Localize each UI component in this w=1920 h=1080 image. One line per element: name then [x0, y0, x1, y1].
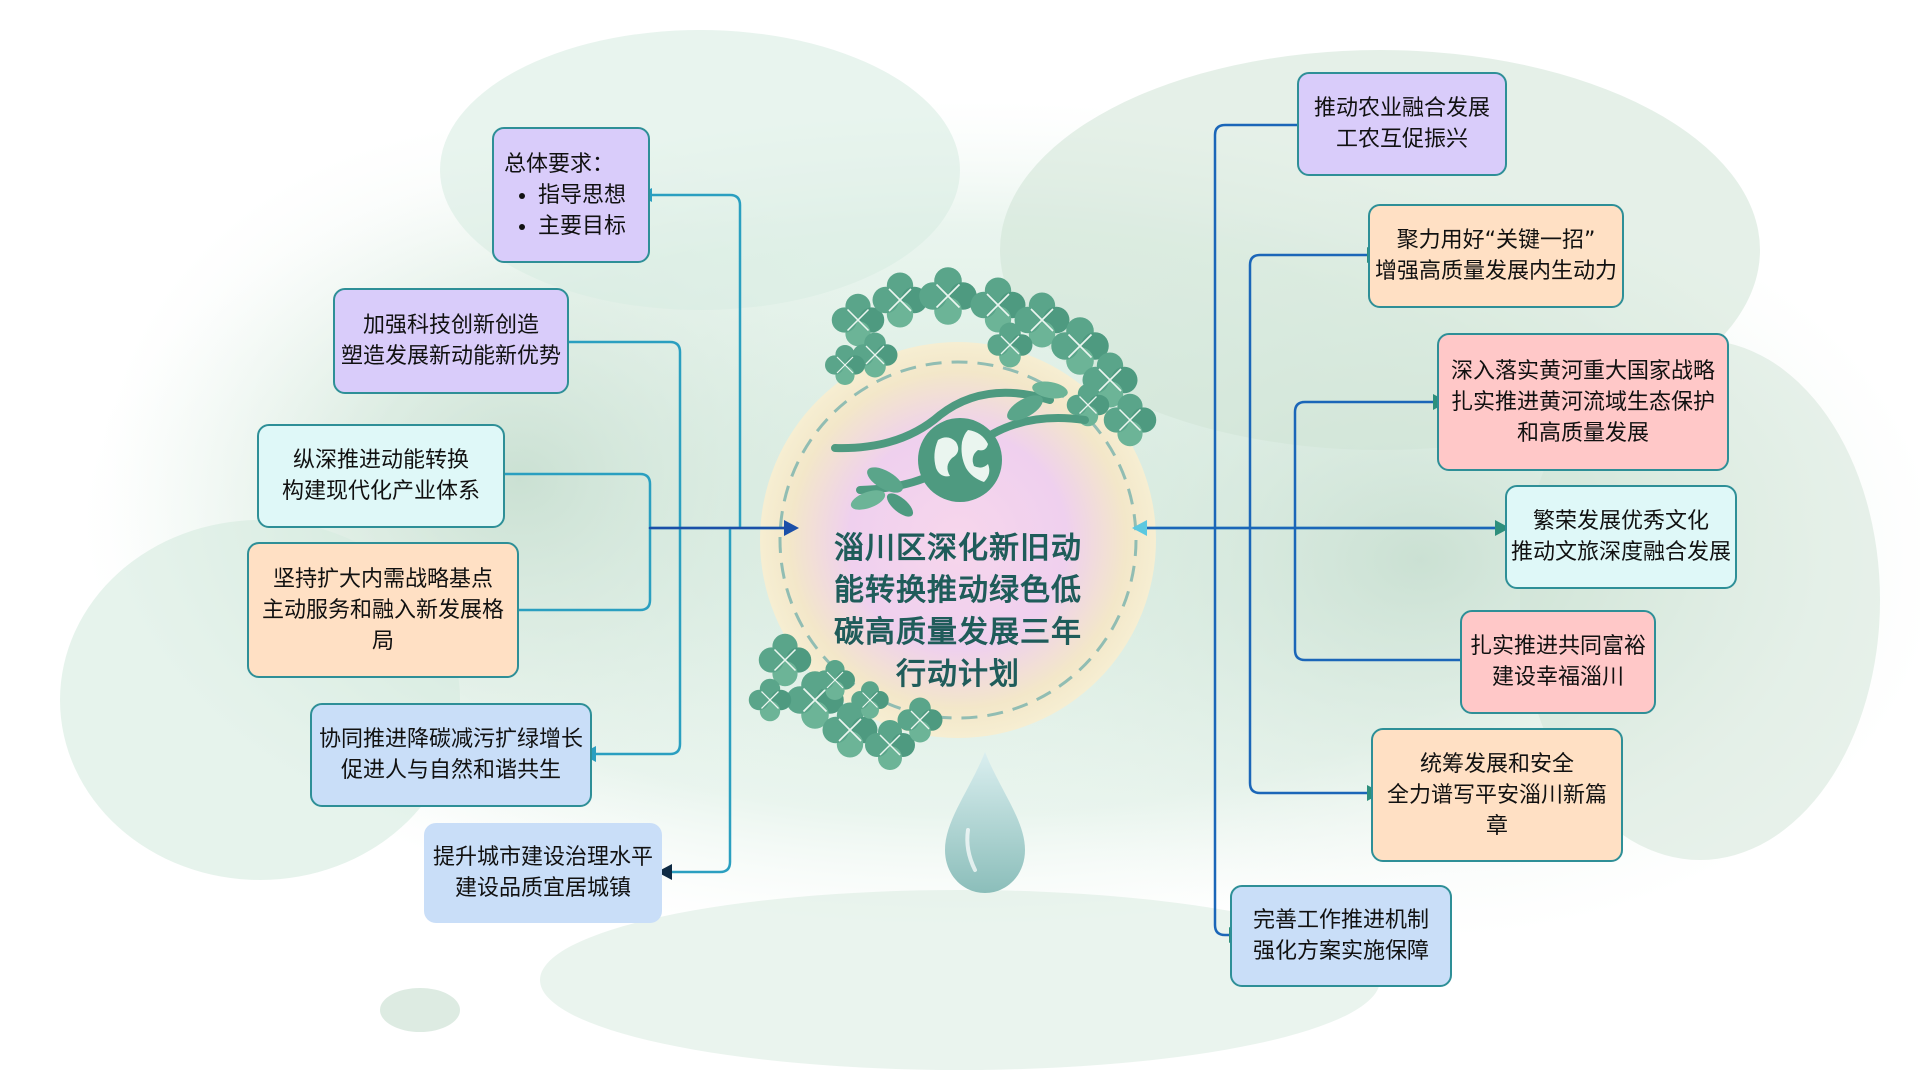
node-line: 聚力用好“关键一招” — [1396, 228, 1596, 253]
center-title-line: 行动计划 — [896, 657, 1020, 692]
node-line: 建设品质宜居城镇 — [454, 876, 631, 901]
bullet-item: 指导思想 — [538, 180, 626, 211]
node-line: 坚持扩大内需战略基点 — [272, 566, 493, 592]
node-line: 构建现代化产业体系 — [281, 479, 480, 504]
arrow-center-left — [784, 520, 799, 536]
connector-tech — [558, 340, 742, 530]
node-line: 加强科技创新创造 — [362, 313, 539, 338]
arrow-culture — [1495, 520, 1510, 536]
node-line: 增强高质量发展内生动力 — [1375, 259, 1618, 284]
node-line: 强化方案实施保障 — [1252, 939, 1429, 964]
connector-carbon — [588, 526, 682, 756]
bullet-list: 指导思想 主要目标 — [504, 180, 626, 242]
node-agriculture[interactable]: 推动农业融合发展 工农互促振兴 — [1297, 72, 1507, 176]
node-line: 促进人与自然和谐共生 — [340, 758, 561, 783]
connector-prosperity — [1293, 526, 1468, 662]
center-title-line: 能转换推动绿色低 — [834, 573, 1082, 608]
node-line: 提升城市建设治理水平 — [432, 845, 653, 870]
node-carbon-reduction[interactable]: 协同推进降碳减污扩绿增长 促进人与自然和谐共生 — [310, 703, 592, 807]
node-key-move[interactable]: 聚力用好“关键一招” 增强高质量发展内生动力 — [1368, 204, 1624, 308]
node-line: 推动农业融合发展 — [1313, 96, 1490, 121]
node-yellow-river[interactable]: 深入落实黄河重大国家战略 扎实推进黄河流域生态保护 和高质量发展 — [1437, 333, 1729, 471]
node-work-mechanism[interactable]: 完善工作推进机制 强化方案实施保障 — [1230, 885, 1452, 987]
node-heading: 总体要求： — [504, 151, 615, 177]
node-line: 工农互促振兴 — [1335, 127, 1468, 152]
connector-mechanism — [1213, 526, 1234, 937]
node-energy-transformation[interactable]: 纵深推进动能转换 构建现代化产业体系 — [257, 424, 505, 528]
bullet-item: 主要目标 — [538, 211, 626, 242]
node-overall-requirements[interactable]: 总体要求： 指导思想 主要目标 — [492, 127, 650, 263]
node-culture-tourism[interactable]: 繁荣发展优秀文化 推动文旅深度融合发展 — [1505, 485, 1737, 589]
node-line: 和高质量发展 — [1516, 420, 1649, 446]
node-line: 推动文旅深度融合发展 — [1511, 540, 1732, 565]
node-line: 局 — [371, 628, 394, 654]
node-line: 繁荣发展优秀文化 — [1532, 509, 1709, 534]
connector-city — [664, 526, 732, 874]
clover-icon — [824, 266, 1158, 448]
connector-river — [1248, 400, 1440, 530]
node-line: 统筹发展和安全 — [1419, 751, 1574, 777]
node-line: 协同推进降碳减污扩绿增长 — [318, 727, 583, 752]
center-halo — [760, 342, 1156, 738]
globe-icon — [831, 388, 1089, 502]
node-line: 扎实推进共同富裕 — [1469, 634, 1646, 659]
center-title: 淄川区深化新旧动 能转换推动绿色低 碳高质量发展三年 行动计划 — [808, 528, 1108, 696]
node-domestic-demand[interactable]: 坚持扩大内需战略基点 主动服务和融入新发展格 局 — [247, 542, 519, 678]
node-common-prosperity[interactable]: 扎实推进共同富裕 建设幸福淄川 — [1460, 610, 1656, 714]
connector-overall — [648, 193, 797, 530]
node-line: 纵深推进动能转换 — [292, 448, 469, 473]
node-development-security[interactable]: 统筹发展和安全 全力谱写平安淄川新篇 章 — [1371, 728, 1623, 862]
node-line: 主动服务和融入新发展格 — [261, 597, 504, 623]
connector-key — [1213, 253, 1374, 530]
arrow-center-right — [1132, 520, 1147, 536]
node-line: 建设幸福淄川 — [1491, 665, 1624, 690]
leaf-icon — [850, 381, 1068, 517]
connector-energy — [496, 472, 682, 530]
node-tech-innovation[interactable]: 加强科技创新创造 塑造发展新动能新优势 — [333, 288, 569, 394]
node-line: 扎实推进黄河流域生态保护 — [1450, 389, 1715, 415]
node-line: 完善工作推进机制 — [1252, 908, 1429, 933]
node-line: 章 — [1485, 813, 1508, 839]
node-line: 全力谱写平安淄川新篇 — [1386, 782, 1607, 808]
node-line: 塑造发展新动能新优势 — [341, 344, 562, 369]
water-drop-icon — [945, 752, 1025, 893]
arrow-city — [657, 864, 672, 880]
node-urban-governance[interactable]: 提升城市建设治理水平 建设品质宜居城镇 — [424, 823, 662, 923]
node-line: 深入落实黄河重大国家战略 — [1450, 358, 1715, 384]
center-title-line: 淄川区深化新旧动 — [834, 531, 1082, 566]
connector-agri — [1134, 123, 1310, 530]
connector-safety — [1248, 526, 1374, 795]
center-title-line: 碳高质量发展三年 — [834, 615, 1082, 650]
connector-demand — [504, 526, 652, 612]
